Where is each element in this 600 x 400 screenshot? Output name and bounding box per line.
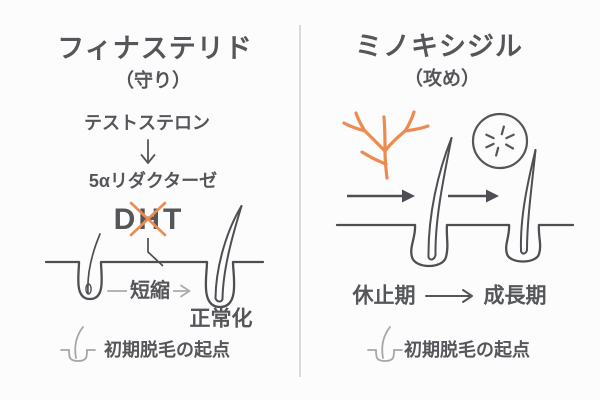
follicle-telogen bbox=[410, 223, 449, 268]
mini-follicle-icon-left bbox=[60, 326, 96, 362]
shrink-label: 短縮 bbox=[127, 281, 173, 301]
hair-root-bulb bbox=[85, 283, 92, 295]
stimulation-burst-icon bbox=[471, 112, 529, 170]
reductase-label: 5αリダクターゼ bbox=[88, 171, 218, 191]
stimulus-arrow-1 bbox=[347, 189, 415, 203]
orange-cross-icon bbox=[129, 201, 167, 237]
phase-arrow-icon bbox=[425, 289, 473, 303]
right-panel-title: ミノキシジル bbox=[355, 31, 523, 62]
stimulus-arrow-2 bbox=[448, 189, 499, 203]
scalp-diagram-left bbox=[44, 205, 265, 309]
mini-follicle-icon-right bbox=[367, 326, 403, 362]
normalized-label: 正常化 bbox=[189, 307, 253, 331]
right-panel-subtitle: （攻め） bbox=[403, 68, 481, 90]
follicle-miniaturized bbox=[77, 260, 103, 301]
hair-thick bbox=[214, 205, 243, 303]
blood-vessel-icon bbox=[342, 110, 430, 180]
left-panel-title: フィナステリド bbox=[57, 33, 253, 64]
growth-label: 成長期 bbox=[483, 284, 547, 308]
left-panel-subtitle: （守り） bbox=[114, 70, 192, 92]
left-footnote: 初期脱毛の起点 bbox=[104, 340, 230, 360]
right-footnote: 初期脱毛の起点 bbox=[404, 340, 530, 360]
testosterone-label: テストステロン bbox=[84, 113, 210, 133]
hair-growing bbox=[519, 149, 537, 255]
telogen-label: 休止期 bbox=[352, 284, 416, 308]
hair-tall bbox=[427, 137, 453, 261]
scalp-diagram-right bbox=[335, 137, 575, 268]
follicle-normal bbox=[204, 260, 236, 309]
follicle-growth bbox=[505, 223, 542, 263]
down-arrow-icon bbox=[140, 139, 156, 164]
hair-thin bbox=[87, 233, 101, 294]
